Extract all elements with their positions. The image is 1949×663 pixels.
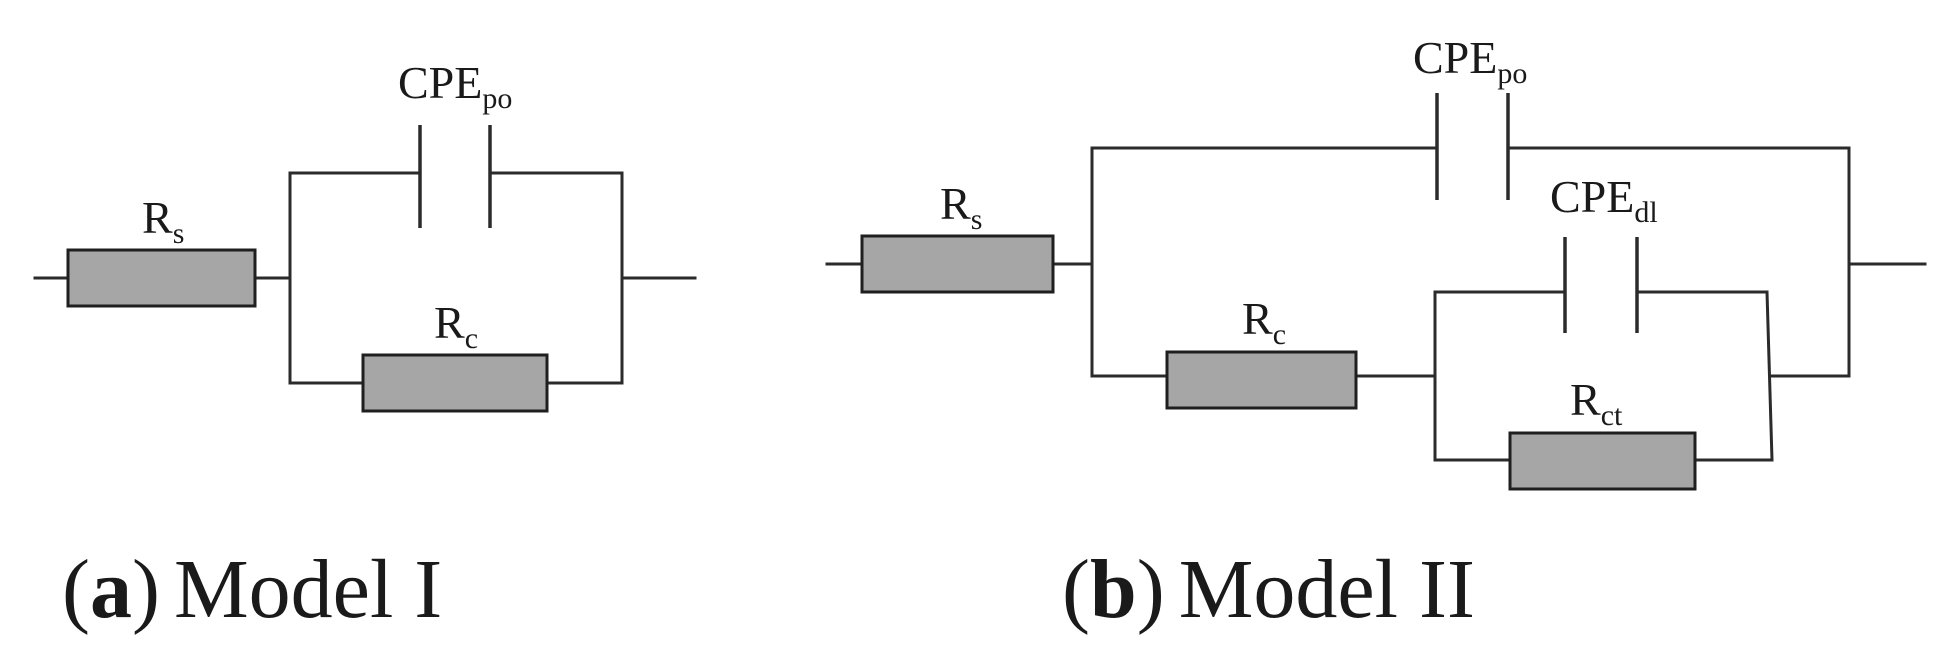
- a-resistor-rs: [66, 248, 257, 308]
- b-label-rc: Rc: [1242, 293, 1286, 351]
- a-caption: (a)Model I: [62, 543, 442, 636]
- a-label-cpe-po: CPEpo: [398, 57, 512, 115]
- b-label-cpe-po: CPEpo: [1413, 32, 1527, 90]
- b-resistor-rc: [1165, 350, 1358, 410]
- a-resistor-rc: [361, 353, 549, 413]
- a-label-rs: Rs: [142, 192, 184, 250]
- b-label-cpe-dl: CPEdl: [1550, 171, 1658, 229]
- b-resistor-rct: [1508, 431, 1697, 491]
- a-label-rc: Rc: [434, 297, 478, 355]
- b-label-rct: Rct: [1570, 374, 1623, 432]
- panel-a-circuit: [33, 125, 697, 413]
- b-resistor-rs: [860, 234, 1055, 294]
- b-label-rs: Rs: [940, 178, 982, 236]
- b-caption: (b)Model II: [1062, 543, 1475, 636]
- panel-b-circuit: [825, 93, 1927, 491]
